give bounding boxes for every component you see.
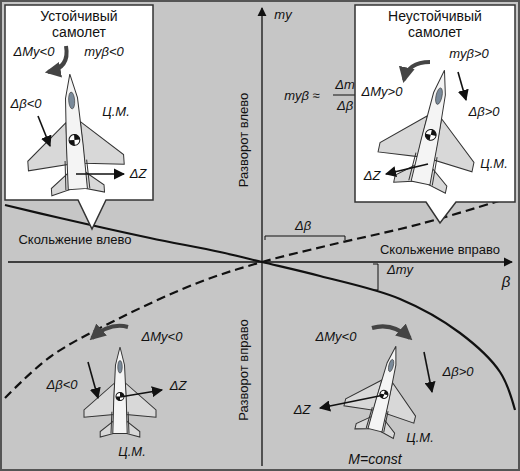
- force-label: ΔZ: [130, 167, 147, 181]
- axis-label: my: [274, 8, 291, 22]
- cg-label: Ц.М.: [480, 157, 508, 171]
- force-label: ΔZ: [170, 379, 187, 393]
- sideslip-arrow: [458, 72, 466, 100]
- callout-title: Неустойчивый самолет: [375, 8, 495, 40]
- sideslip-label: Δβ>0: [469, 105, 500, 119]
- side-force-vector: [386, 164, 428, 174]
- aircraft-icon: [373, 60, 492, 197]
- derivative-label: myβ<0: [84, 45, 124, 59]
- delta-beta-bracket: [265, 236, 345, 240]
- callout-box: Устойчивый самолетΔMy<0 myβ<0Δβ<0Ц.М. ΔZ: [4, 4, 154, 230]
- sideslip-arrow: [38, 116, 50, 146]
- moment-label: ΔMy<0: [316, 330, 357, 344]
- aircraft-icon: [22, 71, 126, 197]
- moment-arrow: [92, 326, 128, 338]
- force-label: ΔZ: [294, 403, 311, 417]
- condition-note: M=const: [348, 452, 401, 467]
- moment-label: myβ>0: [449, 47, 489, 61]
- direction-note: Скольжение вправо: [380, 243, 500, 257]
- axis-label: β: [502, 274, 511, 291]
- moment-arrow: [404, 62, 430, 80]
- direction-note: Разворот влево: [237, 93, 251, 187]
- cg-label: Ц.М.: [102, 105, 130, 119]
- formula: myβ ≈: [284, 89, 320, 103]
- direction-note: Разворот вправо: [237, 319, 251, 420]
- direction-note: Скольжение влево: [18, 233, 131, 247]
- side-force-vector: [320, 395, 384, 408]
- cg-label: Ц.М.: [406, 431, 434, 445]
- derivative-label: ΔMy>0: [362, 85, 403, 99]
- increment-label: Δβ: [295, 219, 311, 233]
- stable-curve: [5, 205, 515, 410]
- moment-label: ΔMy<0: [14, 45, 55, 59]
- increment-label: Δmy: [387, 263, 413, 277]
- callout-box: Неустойчивый самолет myβ>0ΔMy>0Δβ>0Ц.М. ΔZ: [354, 4, 516, 224]
- sideslip-label: Δβ<0: [11, 97, 42, 111]
- aircraft-icon: [339, 338, 431, 443]
- moment-label: ΔMy<0: [142, 330, 183, 344]
- my-axis: [261, 8, 262, 466]
- side-force-vector: [120, 390, 162, 397]
- force-label: ΔZ: [364, 169, 381, 183]
- side-force-vector: [76, 173, 124, 175]
- sideslip-label: Δβ<0: [47, 378, 78, 392]
- cg-label: Ц.М.: [118, 445, 146, 459]
- formula: Δm: [335, 78, 355, 92]
- sideslip-label: Δβ>0: [443, 365, 474, 379]
- moment-arrow: [372, 326, 410, 338]
- sideslip-arrow: [88, 362, 98, 398]
- unstable-curve: [5, 196, 515, 398]
- callout-title: Устойчивый самолет: [19, 8, 139, 40]
- formula: Δβ: [337, 99, 353, 113]
- sideslip-arrow: [424, 352, 432, 392]
- delta-m-bracket: [373, 264, 378, 290]
